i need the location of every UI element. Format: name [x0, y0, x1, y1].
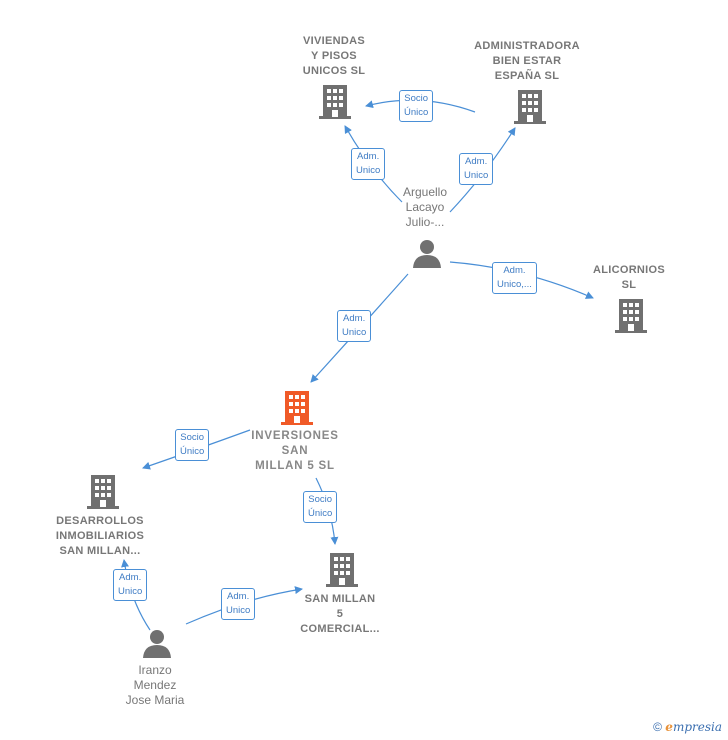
node-label-line: UNICOS SL [302, 65, 366, 77]
edge-label-line: Adm. [465, 156, 488, 167]
node-label-line: SL [621, 279, 637, 291]
node-label-line: INVERSIONES [251, 430, 339, 442]
node-iranzo[interactable]: Iranzo Mendez Jose Maria [110, 663, 200, 708]
node-label-line: Jose Maria [125, 693, 185, 707]
brand-logo-text: mpresia [672, 720, 722, 734]
building-icon [615, 299, 647, 333]
building-icon-highlighted [281, 391, 313, 425]
edge-label-arguello-inversiones[interactable]: Adm. Unico [337, 310, 372, 342]
edge-label-line: Unico [342, 327, 367, 338]
node-label-line: MILLAN 5 SL [255, 460, 335, 472]
edge-label-line: Adm. [503, 265, 526, 276]
brand-footer[interactable]: © empresia [653, 720, 722, 734]
node-label-line: INMOBILIARIOS [55, 530, 145, 542]
node-label-line: SAN MILLAN [304, 593, 376, 605]
edge-label-line: Único [308, 508, 333, 519]
brand-logo: empresia [665, 720, 722, 734]
person-icon [143, 630, 171, 658]
node-arguello[interactable]: Arguello Lacayo Julio-... [385, 185, 465, 230]
node-label-line: Iranzo [138, 663, 172, 677]
edge-label-line: Adm. [227, 591, 250, 602]
node-alicornios[interactable]: ALICORNIOS SL [583, 263, 675, 293]
edge-label-line: Unico [356, 165, 381, 176]
edge-label-iranzo-desarrollos[interactable]: Adm. Unico [113, 569, 148, 601]
node-inversiones[interactable]: INVERSIONES SAN MILLAN 5 SL [240, 429, 350, 474]
edge-label-arguello-alicornios[interactable]: Adm. Unico,... [492, 262, 537, 294]
node-label-line: COMERCIAL... [300, 623, 380, 635]
edge-label-line: Unico [118, 586, 143, 597]
node-label-line: Arguello [402, 185, 448, 199]
node-administradora[interactable]: ADMINISTRADORA BIEN ESTAR ESPAÑA SL [467, 39, 587, 84]
edge-label-line: Único [180, 446, 205, 457]
edge-label-inversiones-sanmillan[interactable]: Socio Único [303, 491, 338, 523]
building-icon [319, 85, 351, 119]
node-label-line: BIEN ESTAR [492, 55, 562, 67]
building-icon [326, 553, 358, 587]
person-icon [413, 240, 441, 268]
node-viviendas[interactable]: VIVIENDAS Y PISOS UNICOS SL [284, 34, 384, 79]
building-icon [514, 90, 546, 124]
edge-label-administradora-viviendas[interactable]: Socio Único [399, 90, 434, 122]
node-label-line: Julio-... [405, 215, 445, 229]
edge-label-inversiones-desarrollos[interactable]: Socio Único [175, 429, 210, 461]
edge-label-line: Socio [180, 432, 205, 443]
edge-label-iranzo-sanmillan[interactable]: Adm. Unico [221, 588, 256, 620]
edge-label-line: Unico [464, 170, 489, 181]
node-label-line: SAN MILLAN... [59, 545, 141, 557]
edge-label-line: Unico,... [497, 279, 532, 290]
node-label-line: Y PISOS [311, 50, 357, 62]
building-icon [87, 475, 119, 509]
node-label-line: Mendez [133, 678, 177, 692]
edge-label-line: Adm. [357, 151, 380, 162]
node-label-line: DESARROLLOS [56, 515, 144, 527]
edge-label-arguello-viviendas[interactable]: Adm. Unico [351, 148, 386, 180]
copyright-icon: © [653, 720, 662, 734]
edge-label-line: Único [404, 107, 429, 118]
node-label-line: ESPAÑA SL [494, 70, 560, 82]
node-label-line: 5 [336, 608, 344, 620]
edge-label-line: Socio [404, 93, 429, 104]
brand-logo-e: e [665, 720, 673, 734]
edge-label-line: Adm. [343, 313, 366, 324]
node-label-line: VIVIENDAS [303, 35, 365, 47]
node-label-line: ALICORNIOS [592, 264, 666, 276]
node-desarrollos[interactable]: DESARROLLOS INMOBILIARIOS SAN MILLAN... [45, 514, 155, 559]
edge-label-line: Unico [226, 605, 251, 616]
edge-label-line: Socio [308, 494, 333, 505]
node-label-line: Lacayo [405, 200, 445, 214]
node-label-line: ADMINISTRADORA [474, 40, 580, 52]
edge-label-arguello-administradora[interactable]: Adm. Unico [459, 153, 494, 185]
edge-label-line: Adm. [119, 572, 142, 583]
node-sanmillan[interactable]: SAN MILLAN 5 COMERCIAL... [290, 592, 390, 637]
node-label-line: SAN [281, 445, 309, 457]
